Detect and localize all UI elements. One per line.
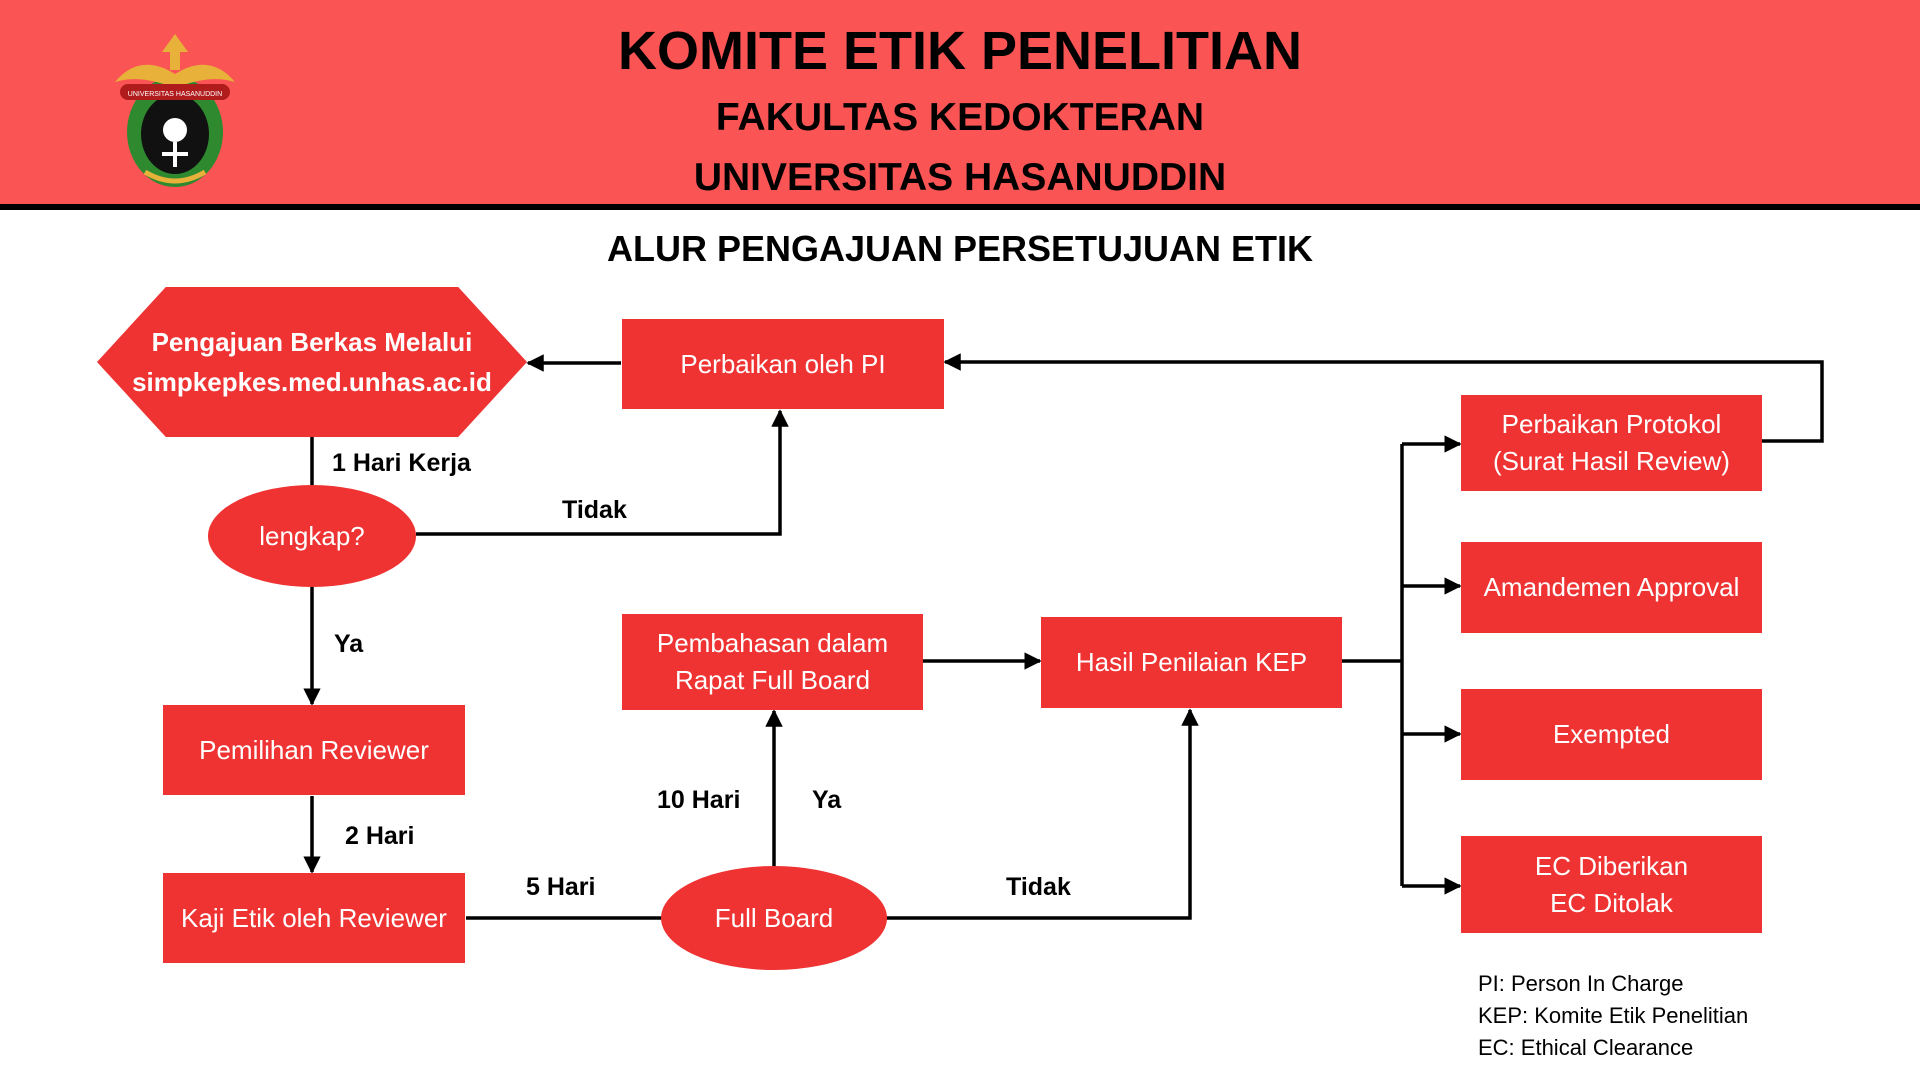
revision-pi-label: Perbaikan oleh PI (680, 348, 886, 379)
submit-node-label: Pengajuan Berkas Melalui simpkepkes.med.… (132, 327, 492, 397)
exempted-node: Exempted (1461, 689, 1762, 780)
protocol-revision-label: Perbaikan Protokol (Surat Hasil Review) (1493, 409, 1730, 476)
legend: PI: Person In Charge KEP: Komite Etik Pe… (1478, 968, 1748, 1064)
ec-result-label: EC Diberikan EC Ditolak (1534, 850, 1689, 918)
full-board-meeting-node: Pembahasan dalam Rapat Full Board (622, 614, 923, 710)
full-board-meeting-label: Pembahasan dalam Rapat Full Board (656, 628, 889, 695)
label-complete-yes: Ya (334, 630, 364, 658)
label-full-board-no: Tidak (1006, 873, 1071, 901)
ethics-review-label: Kaji Etik oleh Reviewer (181, 902, 447, 933)
kep-result-node: Hasil Penilaian KEP (1041, 617, 1342, 708)
header-banner: UNIVERSITAS HASANUDDIN KOMITE ETIK PENEL… (0, 0, 1920, 210)
submit-node: Pengajuan Berkas Melalui simpkepkes.med.… (97, 287, 527, 437)
complete-decision-label: lengkap? (259, 520, 365, 551)
kep-result-label: Hasil Penilaian KEP (1075, 647, 1308, 677)
label-two-days: 2 Hari (345, 822, 415, 850)
faculty-title: FAKULTAS KEDOKTERAN (715, 96, 1205, 139)
edge-protocol-to-revision (943, 353, 1824, 443)
legend-ec: EC: Ethical Clearance (1478, 1035, 1694, 1060)
full-board-decision-node: Full Board (661, 866, 887, 970)
ec-result-node: EC Diberikan EC Ditolak (1461, 836, 1762, 933)
legend-kep: KEP: Komite Etik Penelitian (1478, 1003, 1749, 1028)
reviewer-selection-label: Pemilihan Reviewer (199, 734, 429, 765)
university-logo-icon: UNIVERSITAS HASANUDDIN (115, 34, 235, 187)
ethics-review-node: Kaji Etik oleh Reviewer (163, 873, 465, 963)
revision-pi-node: Perbaikan oleh PI (622, 319, 944, 409)
label-five-days: 5 Hari (526, 873, 596, 901)
logo-lettering: UNIVERSITAS HASANUDDIN (128, 91, 222, 98)
label-complete-no: Tidak (562, 496, 627, 524)
committee-title: KOMITE ETIK PENELITIAN (617, 21, 1303, 81)
edge-complete-no (416, 409, 789, 536)
university-title: UNIVERSITAS HASANUDDIN (693, 156, 1227, 199)
full-board-decision-label: Full Board (714, 902, 834, 933)
legend-pi: PI: Person In Charge (1478, 971, 1684, 996)
exempted-label: Exempted (1552, 719, 1671, 749)
label-full-board-yes: Ya (812, 786, 842, 814)
flowchart-title: ALUR PENGAJUAN PERSETUJUAN ETIK (606, 228, 1314, 269)
amendment-label: Amandemen Approval (1483, 572, 1740, 602)
edge-fullboard-no (886, 708, 1199, 920)
label-one-working-day: 1 Hari Kerja (332, 449, 471, 477)
label-ten-days: 10 Hari (657, 786, 741, 814)
protocol-revision-node: Perbaikan Protokol (Surat Hasil Review) (1461, 395, 1762, 491)
reviewer-selection-node: Pemilihan Reviewer (163, 705, 465, 795)
complete-decision-node: lengkap? (208, 485, 416, 587)
amendment-node: Amandemen Approval (1461, 542, 1762, 633)
